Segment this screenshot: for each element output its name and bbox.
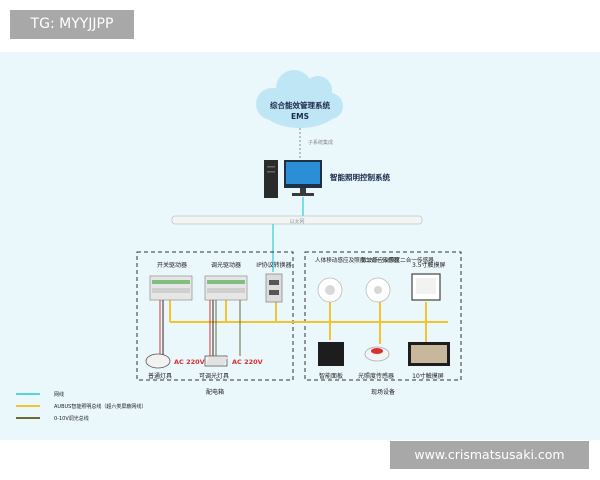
switch-driver-module bbox=[149, 275, 193, 301]
touchscreen-small-icon bbox=[411, 273, 441, 301]
microwave-sensor-label: 微波感应及照度二合一传感器 bbox=[361, 256, 434, 264]
lux-sensor-label: 光照度传感器 bbox=[358, 372, 394, 380]
microwave-sensor-icon bbox=[365, 277, 391, 303]
dimming-driver-label: 调光驱动器 bbox=[211, 261, 241, 269]
ac-label-left: AC 220V bbox=[174, 358, 205, 366]
distribution-box-frame bbox=[136, 251, 294, 381]
legend-label-dim: 0-10V调光总线 bbox=[54, 415, 89, 422]
lux-sensor-icon bbox=[364, 346, 390, 362]
normal-lamp-label: 普通灯具 bbox=[148, 372, 172, 380]
cloud-link-label: 子系统集成 bbox=[308, 139, 333, 146]
switch-driver-label: 开关驱动器 bbox=[157, 261, 187, 269]
network-bar-label: 以太网 bbox=[289, 218, 304, 225]
computer-icon bbox=[264, 160, 322, 198]
legend: 网线 AUBUS智能照明总线（超六类屏蔽网线） 0-10V调光总线 bbox=[16, 391, 146, 422]
field-devices-frame bbox=[304, 251, 462, 381]
ip-converter-label: IP协议转换器 bbox=[256, 261, 291, 269]
computer-label: 智能照明控制系统 bbox=[330, 172, 390, 182]
touchscreen-large-icon bbox=[408, 342, 450, 366]
ip-converter-module bbox=[265, 273, 283, 303]
cloud-title: 综合能效管理系统 bbox=[270, 100, 330, 110]
pir-sensor-label-line1: 人体移动感应及照度二合一传感器 bbox=[315, 256, 399, 264]
legend-label-aubus: AUBUS智能照明总线（超六类屏蔽网线） bbox=[54, 403, 146, 410]
ac-label-right: AC 220V bbox=[232, 358, 263, 366]
network-bar bbox=[171, 215, 423, 225]
touchscreen-small-label: 3.5寸触摸屏 bbox=[412, 261, 446, 269]
dimming-driver-module bbox=[204, 275, 248, 301]
dimmable-lamp-icon bbox=[204, 355, 228, 367]
smart-panel-label: 智能面板 bbox=[319, 372, 343, 380]
distribution-box-title: 配电箱 bbox=[206, 388, 224, 396]
dimmable-lamp-label: 可调光灯具 bbox=[199, 372, 229, 380]
smart-panel-icon bbox=[318, 342, 344, 366]
site-watermark: www.crismatsusaki.com bbox=[390, 441, 589, 469]
field-devices-title: 现场设备 bbox=[371, 388, 395, 396]
ems-cloud: 综合能效管理系统 EMS bbox=[256, 70, 343, 128]
pir-sensor-icon bbox=[317, 277, 343, 303]
legend-label-network: 网线 bbox=[54, 391, 64, 398]
normal-lamp-icon bbox=[145, 353, 171, 369]
touchscreen-large-label: 10寸触摸屏 bbox=[412, 372, 444, 380]
channel-tag: TG: MYYJJPP bbox=[10, 10, 134, 39]
cloud-subtitle: EMS bbox=[291, 112, 309, 121]
